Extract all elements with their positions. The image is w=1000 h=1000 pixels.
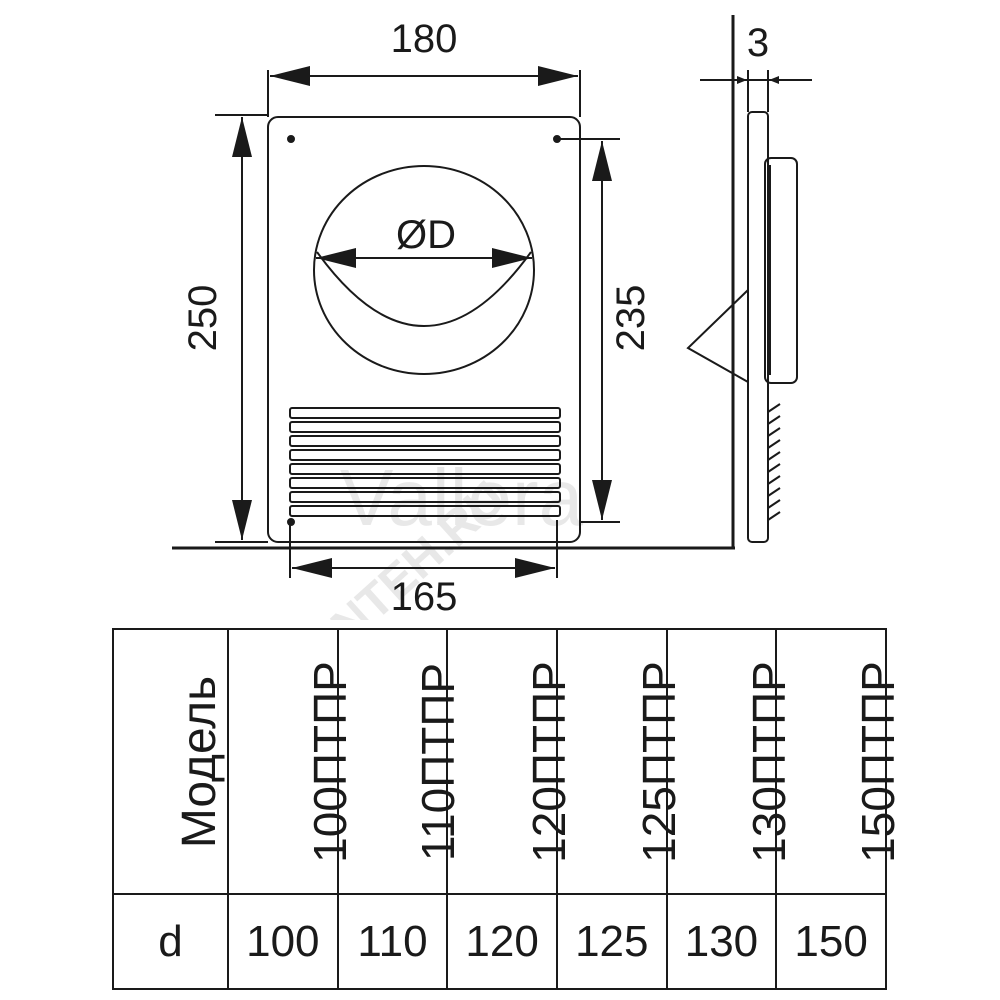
d-value: 120: [465, 916, 539, 966]
table-header-cell: Модель: [112, 628, 229, 895]
d-value: 110: [357, 916, 428, 966]
dimension-lines: [215, 66, 812, 578]
duct-inner-arc: [316, 251, 532, 327]
model-name: 130ПТПР: [742, 660, 795, 863]
model-name: 100ПТПР: [303, 660, 356, 863]
dim-250-label: 250: [181, 285, 225, 352]
table-cell-d: 125: [555, 893, 668, 990]
table-cell-model: 120ПТПР: [446, 628, 575, 895]
model-name: 120ПТПР: [523, 660, 576, 863]
duct-circle: [313, 165, 535, 375]
table-cell-model: 150ПТПР: [775, 628, 904, 895]
table-cell-d: 110: [336, 893, 449, 990]
model-table: Модель 100ПТПР 110ПТПР 120ПТПР 125ПТПР 1…: [112, 628, 904, 990]
side-grille: [767, 403, 781, 521]
mount-hole-left: [287, 135, 295, 143]
grille-slats: [289, 407, 561, 517]
dim-diameter-label: ØD: [396, 213, 456, 257]
table-row-label-cell: d: [112, 893, 229, 990]
table-cell-d: 130: [665, 893, 778, 990]
table-cell-model: 100ПТПР: [227, 628, 356, 895]
d-value: 100: [246, 916, 320, 966]
table-header-label: Модель: [173, 675, 227, 848]
d-value: 150: [794, 916, 868, 966]
dim-165-label: 165: [391, 575, 458, 619]
side-view: [686, 15, 798, 548]
side-hinge: [686, 289, 749, 383]
dim-3-label: 3: [747, 21, 769, 65]
technical-drawing: Vallera SANTEH.RU: [172, 15, 812, 620]
d-value: 125: [575, 916, 649, 966]
model-name: 110ПТПР: [411, 662, 464, 861]
table-cell-d: 120: [446, 893, 558, 990]
model-name: 150ПТПР: [852, 660, 905, 863]
table-cell-model: 130ПТПР: [665, 628, 794, 895]
table-cell-model: 125ПТПР: [555, 628, 685, 895]
dim-180-label: 180: [391, 17, 458, 61]
side-collar: [764, 157, 798, 384]
table-cell-d: 150: [775, 893, 887, 990]
dim-235-label: 235: [609, 285, 653, 352]
model-name: 125ПТПР: [632, 660, 685, 863]
side-plate: [747, 111, 769, 543]
table-row-models: Модель 100ПТПР 110ПТПР 120ПТПР 125ПТПР 1…: [112, 628, 904, 895]
d-value: 130: [684, 916, 759, 966]
table-row-d: d 100 110 120 125 130 150: [112, 893, 887, 990]
table-cell-d: 100: [227, 893, 339, 990]
svg-text:Vallera: Vallera: [340, 453, 584, 542]
front-plate: [267, 116, 581, 543]
front-view: [267, 116, 581, 543]
table-cell-model: 110ПТПР: [336, 628, 464, 895]
table-row-label: d: [158, 916, 183, 966]
